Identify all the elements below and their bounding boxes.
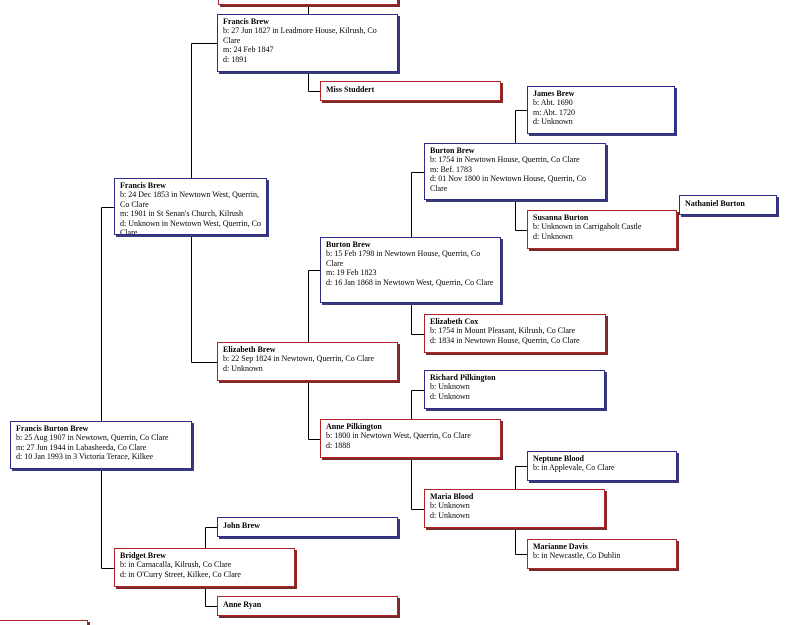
person-fact: b: 25 Aug 1907 in Newtown, Querrin, Co C…	[16, 433, 169, 443]
person-name: Maria Blood	[430, 492, 474, 501]
person-fact: d: Unknown	[533, 117, 573, 127]
person-fact: d: Unknown	[430, 510, 470, 520]
person-fact: m: 24 Feb 1847	[223, 45, 274, 55]
person-name: Miss Studdert	[326, 85, 375, 94]
person-name: Anne Pilkington	[326, 422, 382, 431]
person-name: Elizabeth Cox	[430, 317, 479, 326]
person-fact: d: in O'Curry Street, Kilkee, Co Clare	[120, 569, 241, 579]
person-fact: b: Unknown in Carrigaholt Castle	[533, 222, 642, 232]
person-name: Neptune Blood	[533, 454, 584, 463]
person-name: John Brew	[223, 521, 260, 530]
person-name: Bridget Brew	[120, 551, 166, 560]
person-fact: b: Unknown	[430, 501, 470, 511]
person-fact: d: Unknown in Newtown West, Querrin, Co …	[120, 218, 261, 235]
person-fact: m: 27 Jun 1944 in Labasheeda, Co Clare	[16, 442, 147, 452]
person-fact: d: Unknown	[223, 363, 263, 373]
person-fact: d: Unknown	[533, 231, 573, 241]
person-name: James Brew	[533, 89, 575, 98]
person-fact: b: in Applevale, Co Clare	[533, 463, 615, 473]
person-name: Nathaniel Burton	[685, 199, 745, 208]
person-fact: d: 1888	[326, 440, 351, 450]
person-name: Burton Brew	[326, 240, 371, 249]
person-fact: m: Abt. 1720	[533, 107, 576, 117]
person-fact: b: in Carnacalla, Kilrush, Co Clare	[120, 560, 232, 570]
person-box-john-brew[interactable]: John Brew	[217, 517, 398, 537]
person-fact: b: 1754 in Newtown House, Querrin, Co Cl…	[430, 155, 580, 165]
person-name: Anne Ryan	[223, 600, 262, 609]
person-name: Richard Pilkington	[430, 373, 496, 382]
person-fact: d: 1834 in Newtown House, Querrin, Co Cl…	[430, 335, 580, 345]
person-fact: b: 15 Feb 1798 in Newtown House, Querrin…	[326, 249, 481, 268]
person-fact: d: 16 Jan 1868 in Newtown West, Querrin,…	[326, 277, 494, 287]
person-fact: b: Abt. 1690	[533, 98, 573, 108]
person-name: Francis Burton Brew	[16, 424, 89, 433]
person-fact: m: Bef. 1783	[430, 164, 472, 174]
person-fact: b: 27 Jun 1827 in Leadmore House, Kilrus…	[223, 26, 377, 45]
person-box-top-fragment[interactable]	[218, 0, 398, 5]
person-fact: b: 24 Dec 1853 in Newtown West, Querrin,…	[120, 190, 259, 209]
person-box-anne-ryan[interactable]: Anne Ryan	[217, 596, 398, 616]
person-name: Susanna Burton	[533, 213, 589, 222]
person-fact: d: 01 Nov 1800 in Newtown House, Querrin…	[430, 174, 586, 193]
person-fact: b: in Newcastle, Co Dublin	[533, 551, 621, 561]
person-name: Elizabeth Brew	[223, 345, 276, 354]
person-fact: b: Unknown	[430, 382, 470, 392]
person-fact: b: 1800 in Newtown West, Querrin, Co Cla…	[326, 431, 471, 441]
person-fact: b: 1754 in Mount Pleasant, Kilrush, Co C…	[430, 326, 576, 336]
person-box-bottom-fragment[interactable]	[0, 620, 88, 625]
person-name: Marianne Davis	[533, 542, 588, 551]
person-fact: d: 10 Jan 1993 in 3 Victoria Terace, Kil…	[16, 452, 154, 462]
person-fact: m: 19 Feb 1823	[326, 268, 377, 278]
person-name: Francis Brew	[223, 17, 269, 26]
person-fact: d: 1891	[223, 54, 248, 64]
person-name: Burton Brew	[430, 146, 475, 155]
person-fact: m: 1901 in St Senan's Church, Kilrush	[120, 209, 243, 219]
person-box-miss-studdert[interactable]: Miss Studdert	[320, 81, 501, 101]
person-name: Francis Brew	[120, 181, 166, 190]
person-box-nathaniel-burton[interactable]: Nathaniel Burton	[679, 195, 777, 215]
person-fact: d: Unknown	[430, 391, 470, 401]
person-fact: b: 22 Sep 1824 in Newtown, Querrin, Co C…	[223, 354, 375, 364]
